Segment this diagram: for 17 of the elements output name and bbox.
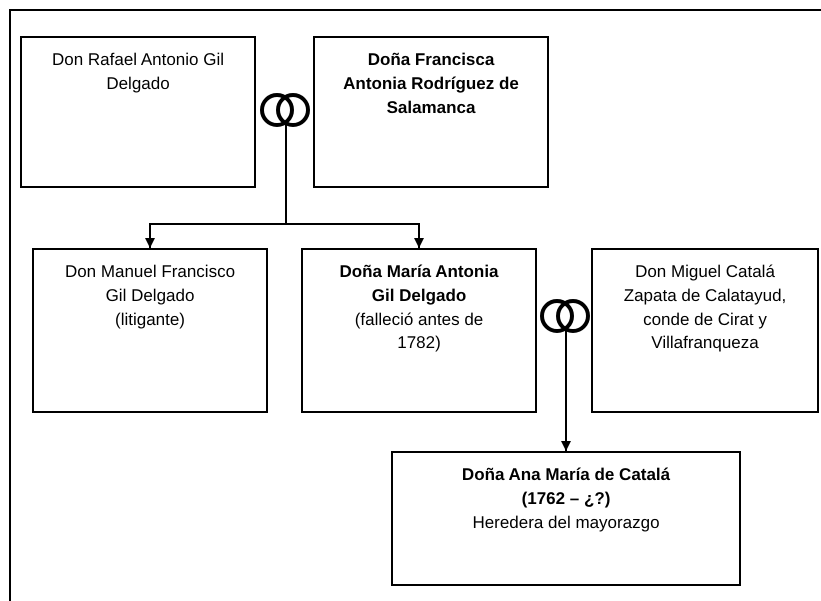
person-box <box>313 36 549 188</box>
person-note: Heredera del mayorazgo <box>472 512 660 534</box>
person-box <box>301 248 537 413</box>
person-note: (falleció antes de 1782) <box>354 308 484 354</box>
arrow <box>561 330 571 451</box>
person-name: Don Manuel Francisco Gil Delgado <box>64 261 236 307</box>
person-box <box>20 36 256 188</box>
person-box <box>591 248 819 413</box>
person-name: Doña María Antonia Gil Delgado <box>338 261 500 307</box>
person-box <box>391 451 741 586</box>
person-name: Don Miguel Catalá Zapata de Calatayud, conde de Cirat y Villafranqueza <box>622 261 788 354</box>
arrow <box>285 124 424 248</box>
person-box <box>32 248 268 413</box>
person-name: Doña Francisca Antonia Rodríguez de Salamanca <box>343 49 519 119</box>
person-note: (litigante) <box>115 308 185 331</box>
person-name: Don Rafael Antonio Gil Delgado <box>51 49 225 95</box>
person-name: Doña Ana María de Catalá (1762 – ¿?) <box>460 464 672 510</box>
